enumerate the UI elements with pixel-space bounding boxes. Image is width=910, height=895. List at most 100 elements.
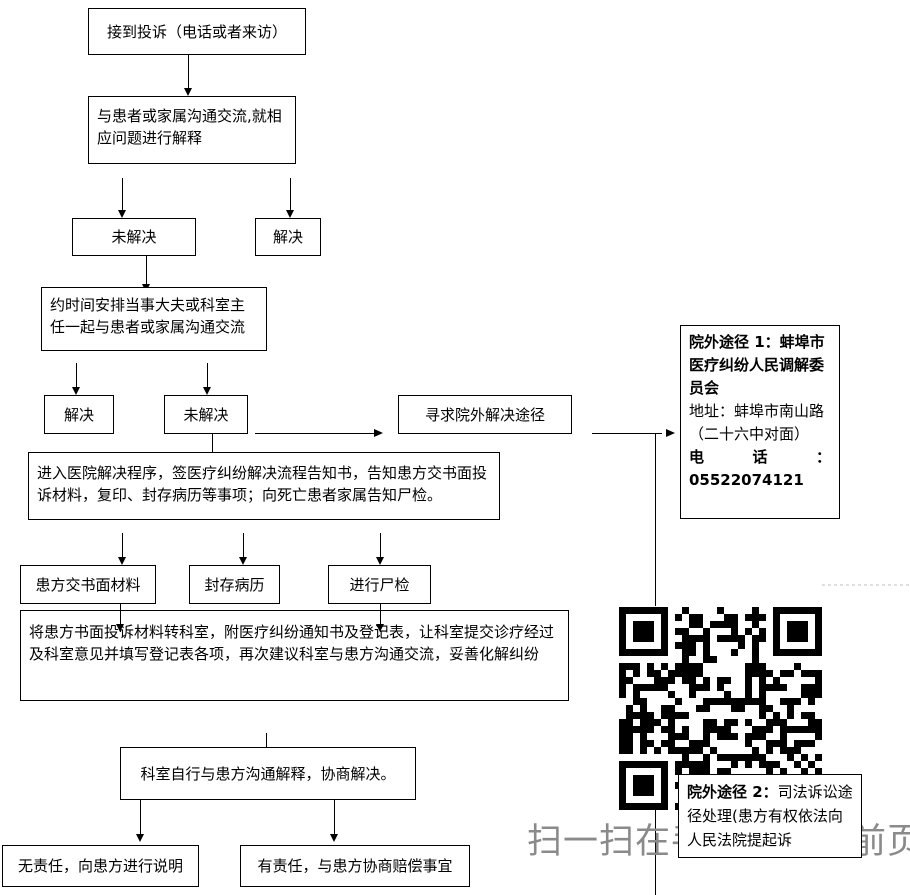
qr-module [696,663,703,670]
qr-module [682,677,689,684]
qr-module [731,628,738,635]
qr-module [689,635,696,642]
qr-module [759,754,766,761]
qr-module [654,719,661,726]
qr-module [752,733,759,740]
qr-module [752,649,759,656]
qr-module [773,719,780,726]
qr-module [731,621,738,628]
qr-module [626,740,633,747]
qr-module [773,642,780,649]
route1-box: 院外途径 1：蚌埠市医疗纠纷人民调解委员会 地址：蚌埠市南山路（二十六中对面） … [680,325,840,519]
node-liability: 有责任，与患方协商赔偿事宜 [240,845,470,887]
qr-module [661,803,668,810]
qr-module [626,726,633,733]
qr-module [780,684,787,691]
qr-module [717,677,724,684]
qr-module [745,733,752,740]
qr-module [752,698,759,705]
qr-module [633,782,640,789]
qr-module [647,782,654,789]
qr-module [738,635,745,642]
qr-module [626,733,633,740]
qr-module [724,719,731,726]
qr-module [752,642,759,649]
qr-module [794,761,801,768]
qr-module [689,642,696,649]
route2-text: 司法诉讼途径处理(患方有权依法向人民法院提起诉 [687,783,853,849]
qr-module [724,635,731,642]
qr-module [794,607,801,614]
qr-module [759,628,766,635]
qr-module [773,684,780,691]
route2-box: 院外途径 2：司法诉讼途径处理(患方有权依法向人民法院提起诉 [678,774,862,858]
qr-module [668,740,675,747]
connector-line [122,533,123,561]
qr-module [745,684,752,691]
qr-module [745,670,752,677]
qr-module [675,712,682,719]
qr-module [815,719,822,726]
qr-module [633,607,640,614]
qr-module [626,705,633,712]
qr-module [647,761,654,768]
qr-module [752,607,759,614]
arrowhead [72,387,80,395]
qr-module [724,691,731,698]
qr-module [640,740,647,747]
qr-module [815,607,822,614]
qr-module [794,621,801,628]
qr-module [773,740,780,747]
connector-line [120,604,121,632]
route2-title: 院外途径 2： [687,783,778,801]
node-autopsy: 进行尸检 [328,565,431,604]
qr-module [675,768,682,775]
qr-module [710,698,717,705]
qr-module [717,768,724,775]
qr-module [801,691,808,698]
arrowhead [118,210,126,218]
qr-module [794,649,801,656]
qr-module [626,663,633,670]
qr-module [717,621,724,628]
qr-module [703,684,710,691]
qr-module [682,726,689,733]
arrowhead [239,557,247,565]
qr-module [780,740,787,747]
qr-module [647,649,654,656]
node-arrange-meeting: 约时间安排当事大夫或科室主任一起与患者或家属沟通交流 [41,287,267,351]
qr-module [794,740,801,747]
node-submit-materials: 患方交书面材料 [20,565,156,604]
qr-module [633,670,640,677]
qr-module [738,642,745,649]
qr-module [717,607,724,614]
qr-module [780,719,787,726]
qr-module [675,761,682,768]
qr-module [626,803,633,810]
qr-module [682,670,689,677]
qr-module [675,614,682,621]
qr-module [640,607,647,614]
qr-module [759,663,766,670]
qr-module [633,789,640,796]
qr-module [808,719,815,726]
qr-module [661,614,668,621]
arrowhead [116,624,124,632]
qr-module [675,663,682,670]
qr-module [731,614,738,621]
qr-module [647,789,654,796]
arrowhead [376,557,384,565]
qr-module [801,712,808,719]
qr-module [808,670,815,677]
qr-module [745,663,752,670]
qr-module [619,691,626,698]
connector-line [188,55,189,89]
qr-module [759,698,766,705]
qr-module [696,621,703,628]
qr-module [689,677,696,684]
qr-module [780,733,787,740]
qr-module [696,705,703,712]
qr-module [787,747,794,754]
qr-module [682,663,689,670]
qr-module [626,712,633,719]
